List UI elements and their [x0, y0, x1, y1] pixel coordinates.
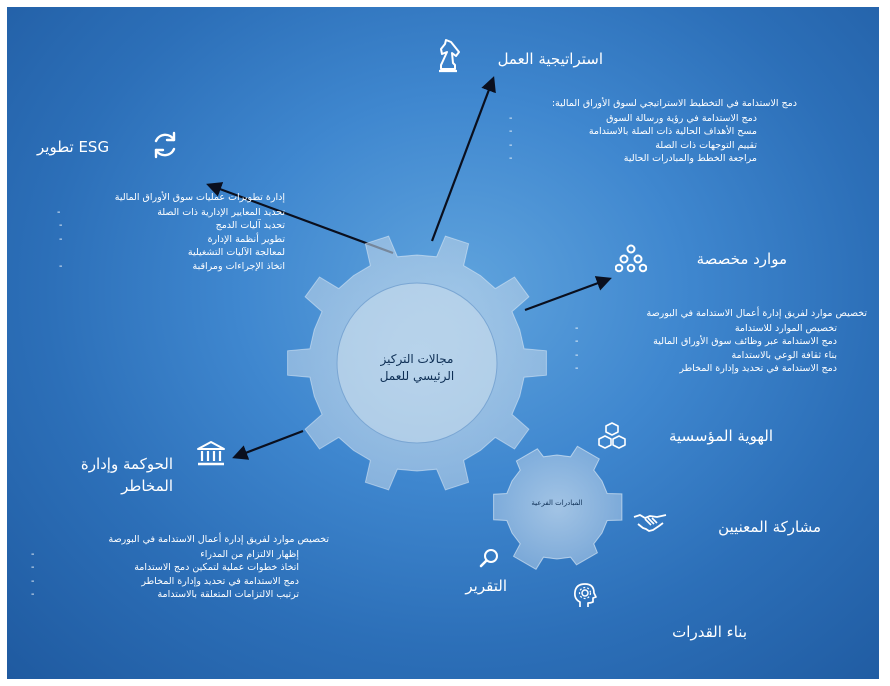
center-title-line1: مجالات التركيز [380, 352, 454, 366]
list-item: -مراجعة الخطط والمبادرات الحالية [509, 153, 757, 164]
list-item: -تخصيص الموارد للاستدامة [575, 322, 837, 334]
strategy-title: استراتيجية العمل [497, 50, 603, 68]
arrow-to-governance [232, 429, 304, 460]
center-label: مجالات التركيز الرئيسي للعمل [347, 351, 487, 385]
capacity-title: بناء القدرات [672, 623, 747, 641]
resources-lead: تخصيص موارد لفريق إدارة أعمال الاستدامة … [646, 308, 868, 319]
esg-lead: إدارة تطويرات عمليات سوق الأوراق المالية [114, 192, 285, 203]
list-item: لمعالجة الآليات التشغيلية [187, 247, 285, 258]
arrow-to-resources [524, 276, 612, 312]
governance-title: الحوكمة وإدارة المخاطر [80, 455, 173, 495]
esg-title: تطوير ESG [37, 138, 110, 156]
stakeholders-title: مشاركة المعنيين [718, 518, 821, 536]
list-item: -دمج الاستدامة عبر وظائف سوق الأوراق الم… [575, 336, 837, 347]
list-item: -اتخاذ الإجراءات ومراقبة [59, 260, 285, 272]
secondary-gear [493, 445, 623, 570]
secondary-gear-label: المبادرات الفرعية [531, 499, 583, 507]
list-item: -بناء ثقافة الوعي بالاستدامة [575, 349, 837, 361]
list-item: -تطوير أنظمة الإدارة [59, 233, 285, 245]
head-gear-icon [571, 581, 599, 613]
governance-list: تخصيص موارد لفريق إدارة أعمال الاستدامة … [29, 533, 329, 602]
identity-title: الهوية المؤسسية [668, 427, 773, 445]
bank-building-icon [195, 439, 227, 473]
list-item: -مسح الأهداف الحالية ذات الصلة بالاستدام… [509, 126, 757, 137]
network-icon [614, 243, 648, 277]
main-gear [287, 235, 547, 491]
reporting-title: التقرير [465, 577, 507, 595]
diagram-slide: مجالات التركيز الرئيسي للعمل المبادرات ا… [7, 7, 879, 679]
list-item: -دمج الاستدامة في تحديد وإدارة المخاطر [575, 363, 837, 374]
center-title-line2: الرئيسي للعمل [379, 369, 455, 383]
magnifier-icon [479, 547, 501, 573]
list-item: -دمج الاستدامة في رؤية ورسالة السوق [509, 112, 757, 124]
strategy-lead: دمج الاستدامة في التخطيط الاستراتيجي لسو… [551, 98, 797, 109]
esg-list: إدارة تطويرات عمليات سوق الأوراق المالية… [27, 191, 285, 273]
cubes-icon [595, 421, 629, 455]
list-item: -تحديد آليات الدمج [59, 220, 285, 231]
chess-knight-icon [433, 37, 463, 77]
list-item: -دمج الاستدامة في تحديد وإدارة المخاطر [31, 575, 299, 587]
resources-list: تخصيص موارد لفريق إدارة أعمال الاستدامة … [567, 307, 867, 376]
list-item: -اتخاذ خطوات عملية لتمكين دمج الاستدامة [31, 562, 299, 573]
arrow-to-esg [206, 182, 394, 255]
governance-lead: تخصيص موارد لفريق إدارة أعمال الاستدامة … [108, 534, 330, 545]
strategy-list: دمج الاستدامة في التخطيط الاستراتيجي لسو… [507, 97, 797, 166]
list-item: -إظهار الالتزام من المدراء [31, 548, 299, 560]
handshake-icon [633, 511, 667, 537]
resources-title: موارد مخصصة [696, 250, 787, 268]
arrow-to-strategy [430, 76, 496, 242]
diagram-graphics [206, 76, 623, 570]
list-item: -تقييم التوجهات ذات الصلة [509, 139, 757, 151]
list-item: -تحديد المعايير الإدارية ذات الصلة [57, 206, 285, 218]
list-item: -ترتيب الالتزامات المتعلقة بالاستدامة [31, 589, 299, 600]
refresh-icon [149, 129, 181, 165]
